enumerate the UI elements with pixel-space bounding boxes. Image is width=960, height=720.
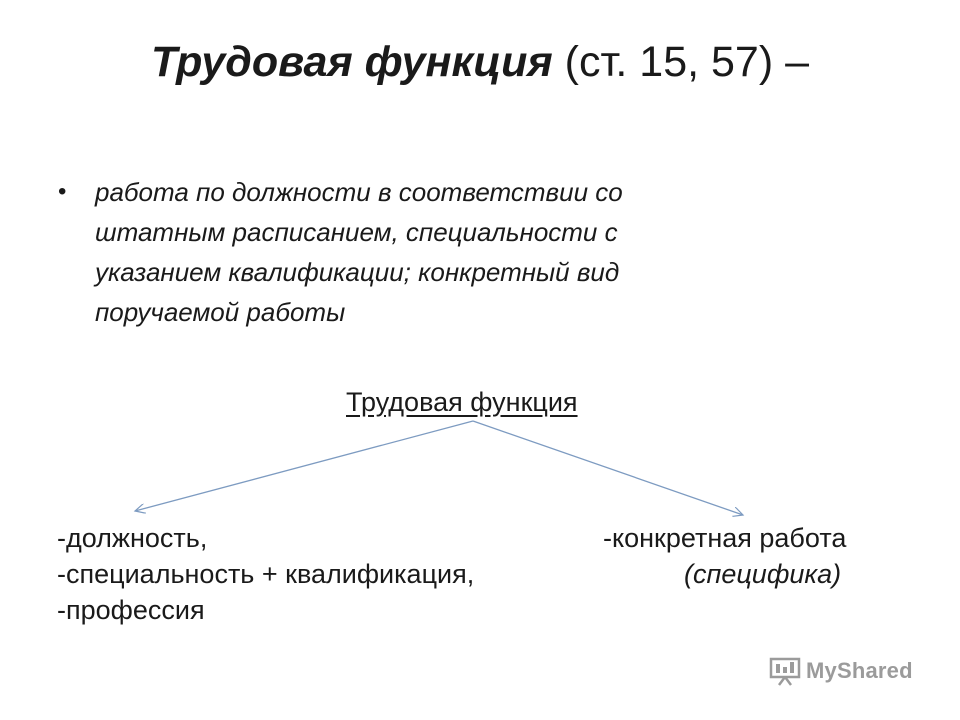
slide-title: Трудовая функция (ст. 15, 57) –: [0, 34, 960, 90]
left-branch-item: -должность,: [57, 523, 208, 553]
bullet-list: • работа по должности в соответствии со …: [58, 172, 838, 332]
title-article-ref: (ст. 15, 57) –: [552, 38, 810, 86]
bullet-line: штатным расписанием, специальности с: [95, 217, 618, 247]
left-branch-list: -должность, -специальность + квалификаци…: [57, 520, 474, 628]
bullet-item: • работа по должности в соответствии со …: [58, 172, 838, 332]
arrow-to-right-branch: [472, 420, 743, 515]
watermark-text: MyShared: [806, 658, 913, 683]
arrow-to-left-branch: [135, 420, 474, 511]
left-branch-item: -профессия: [57, 595, 205, 625]
right-branch-note: (специфика): [684, 559, 842, 589]
bullet-marker: •: [58, 178, 67, 205]
title-bold-part: Трудовая функция: [150, 38, 553, 86]
presentation-board-icon: [769, 657, 801, 686]
bullet-line: указанием квалификации; конкретный вид: [95, 257, 620, 287]
bullet-line: поручаемой работы: [95, 297, 346, 327]
right-branch-item: -конкретная работа: [603, 523, 847, 553]
bullet-line: работа по должности в соответствии со: [95, 177, 623, 207]
diagram-heading: Трудовая функция: [346, 387, 578, 417]
left-branch-item: -специальность + квалификация,: [57, 559, 475, 589]
watermark-logo: MyShared: [768, 656, 913, 686]
